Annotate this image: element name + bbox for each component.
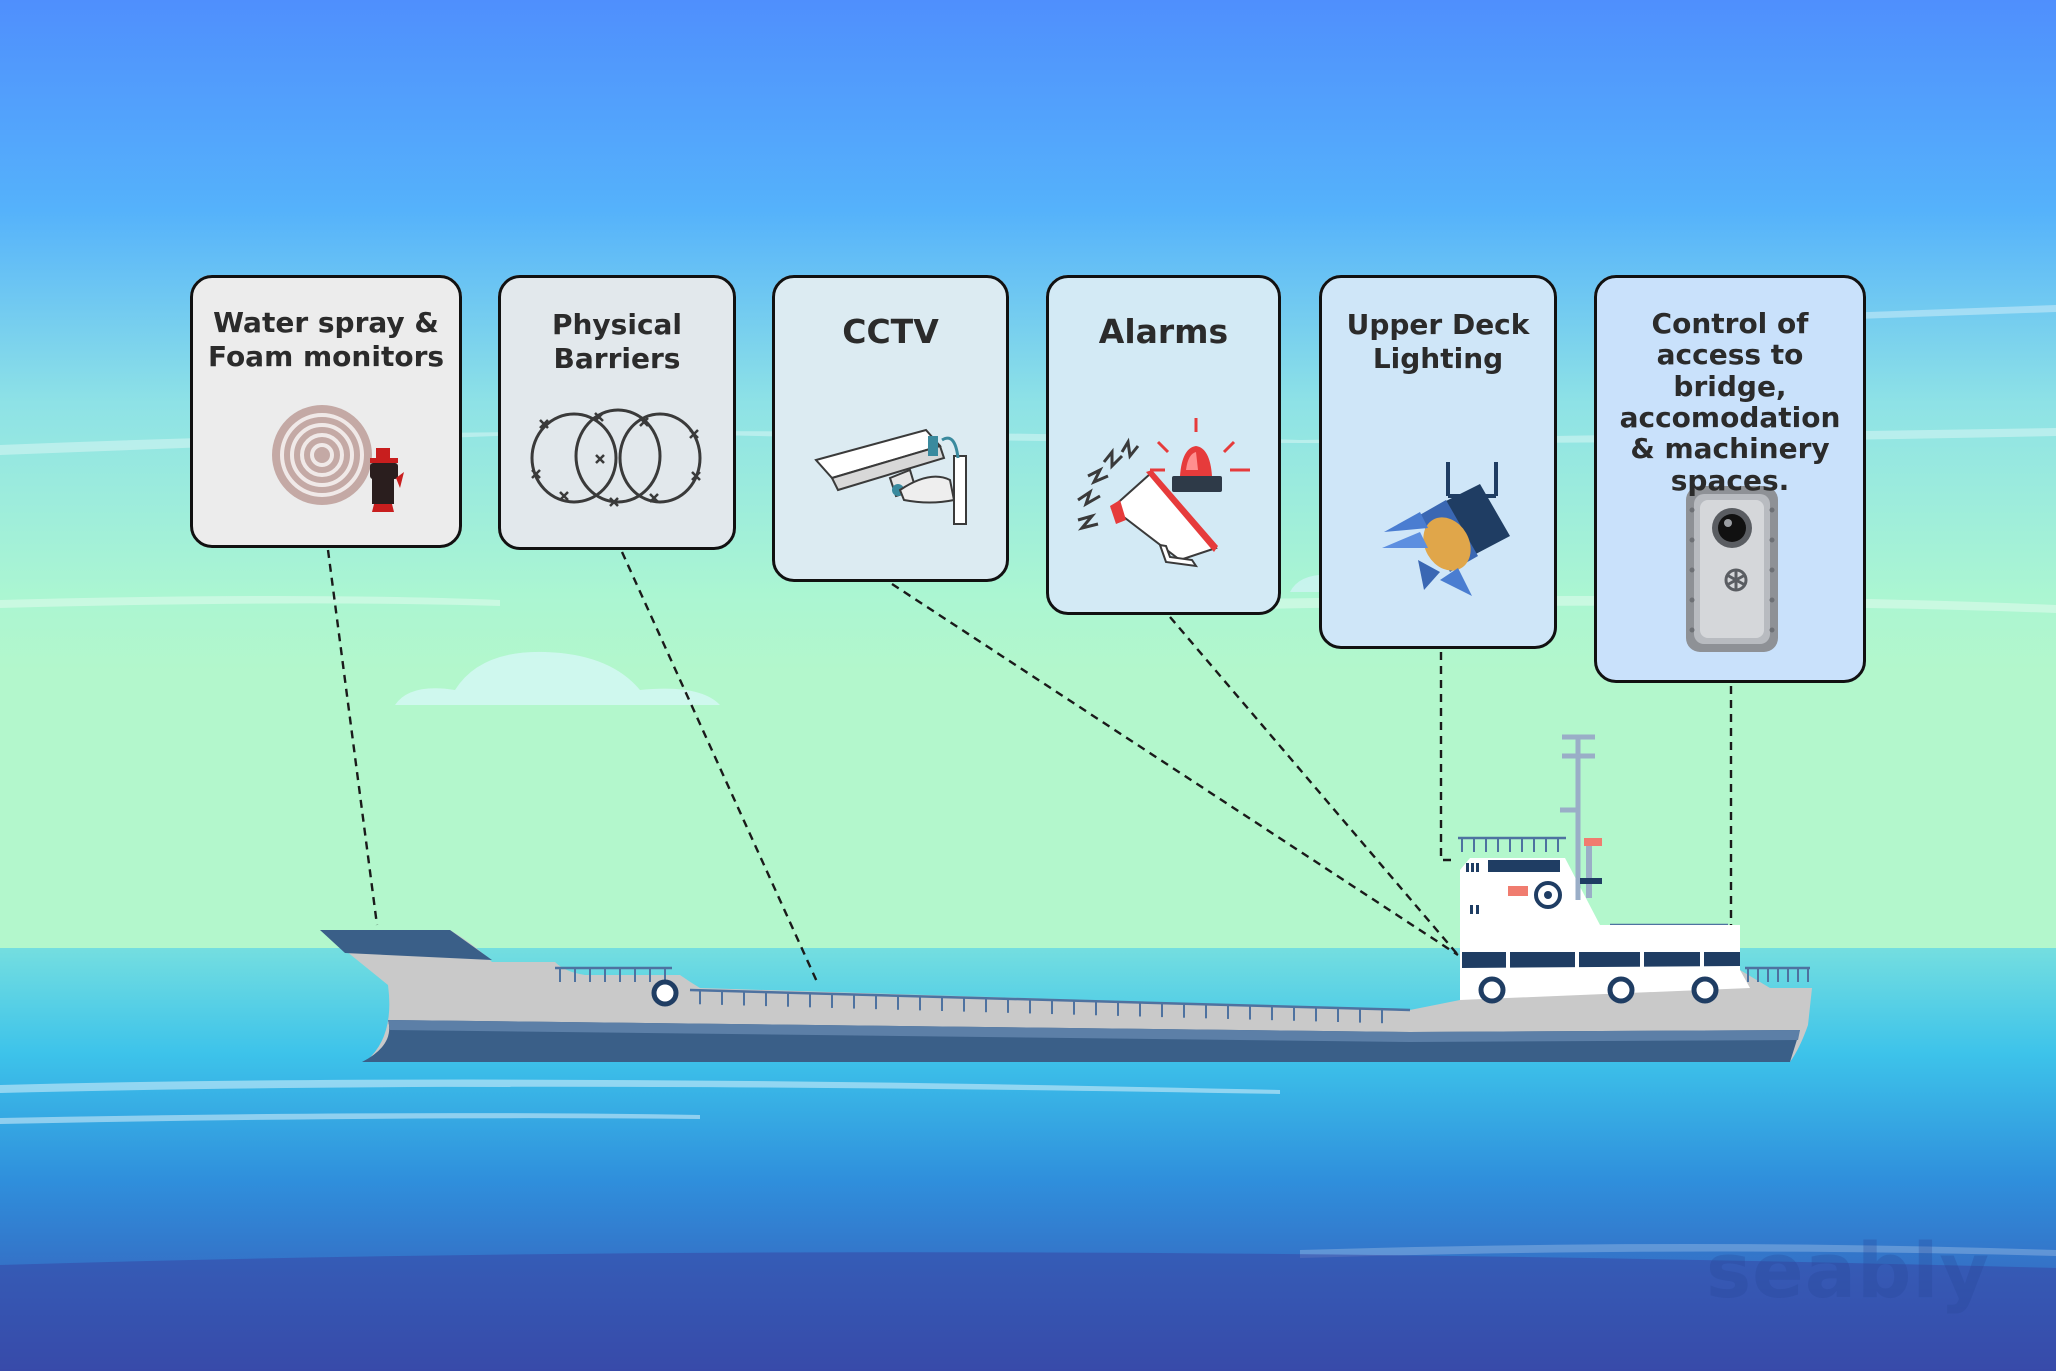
card-physical-barriers: Physical Barriers [498,275,736,550]
card-access-control: Control of access to bridge, accomodatio… [1594,275,1866,683]
card-label: Water spray & Foam monitors [207,306,445,374]
spotlight-icon [1382,462,1510,596]
cargo-ship [320,734,1812,1062]
card-label: Control of access to bridge, accomodatio… [1619,307,1841,497]
barbed-wire-icon [530,408,702,507]
fire-hose-icon [272,405,404,512]
card-water-spray: Water spray & Foam monitors [190,275,462,548]
vault-door-icon [1686,486,1778,652]
card-shapes [190,275,1866,683]
card-label: CCTV [842,312,939,351]
card-label: Alarms [1098,312,1229,351]
cloud [395,651,720,705]
card-cctv: CCTV [772,275,1009,582]
alarm-megaphone-icon [1077,418,1250,568]
card-upper-deck-lighting: Upper Deck Lighting [1319,275,1557,649]
card-label: Physical Barriers [551,308,683,376]
cctv-camera-icon [814,428,967,525]
leader-lines [326,549,1733,985]
sea-streaks [0,1079,2056,1258]
card-label: Upper Deck Lighting [1346,308,1530,376]
card-alarms: Alarms [1046,275,1281,615]
seably-watermark: seably [1705,1226,1990,1315]
